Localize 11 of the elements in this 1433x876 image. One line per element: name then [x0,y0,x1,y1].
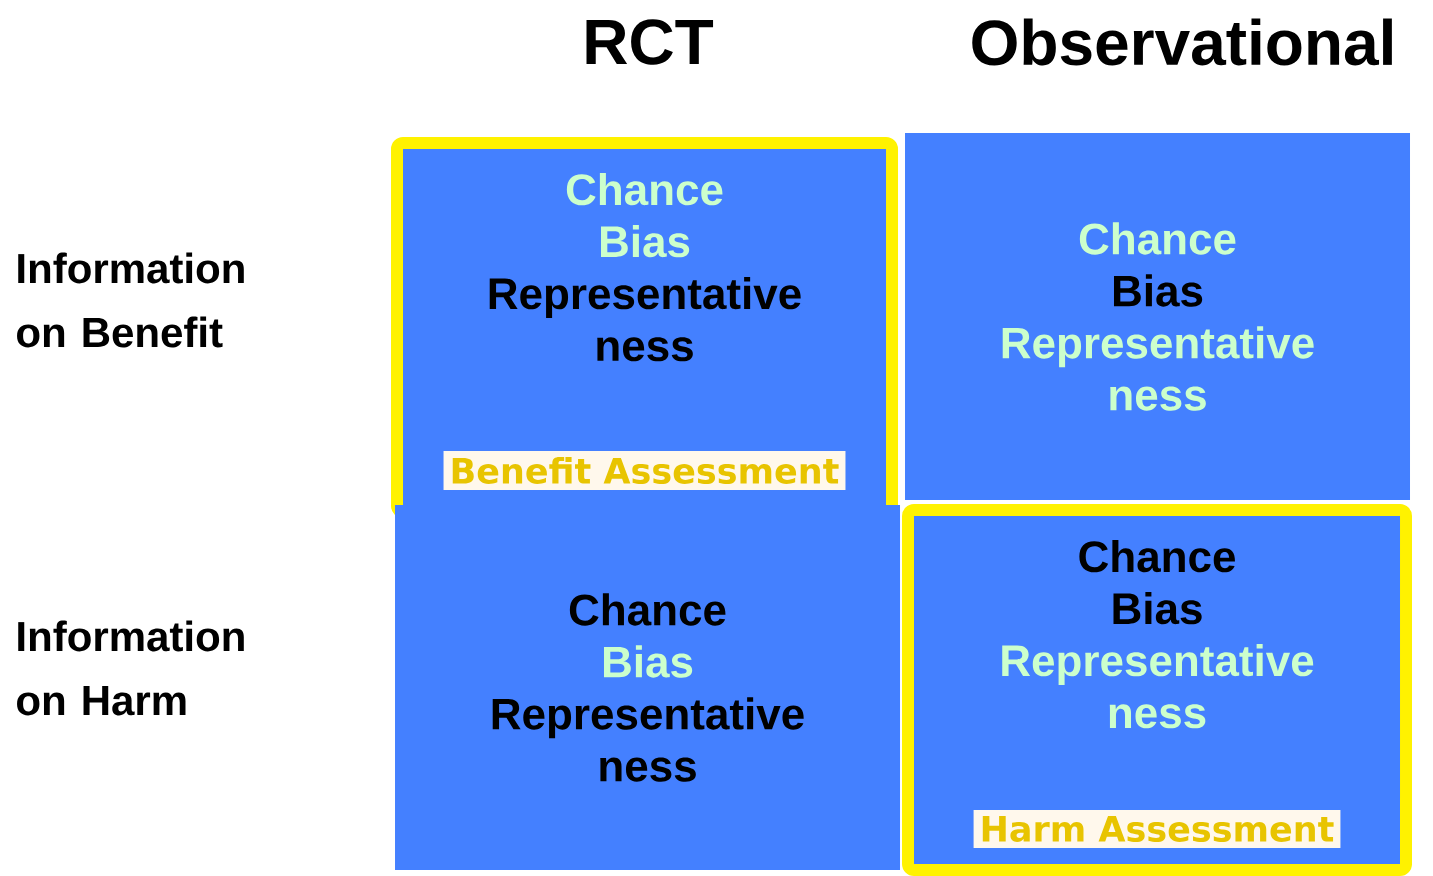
column-header: Observational [972,18,1392,66]
node-label: Representative ness [492,697,804,782]
node-label: Bias [603,645,693,678]
node-label: Chance [569,593,726,626]
row-label: Information on Harm [17,620,244,716]
matrix-cell: Chance Bias Representative ness [905,133,1410,500]
matrix-cell: Chance Bias Representative ness [403,149,886,440]
row-label: Information on Benefit [17,252,244,348]
matrix-cell: Chance Bias Representative ness [395,505,900,870]
matrix-cell: Chance Bias Representative ness [914,516,1400,798]
column-header: RCT [586,19,714,65]
